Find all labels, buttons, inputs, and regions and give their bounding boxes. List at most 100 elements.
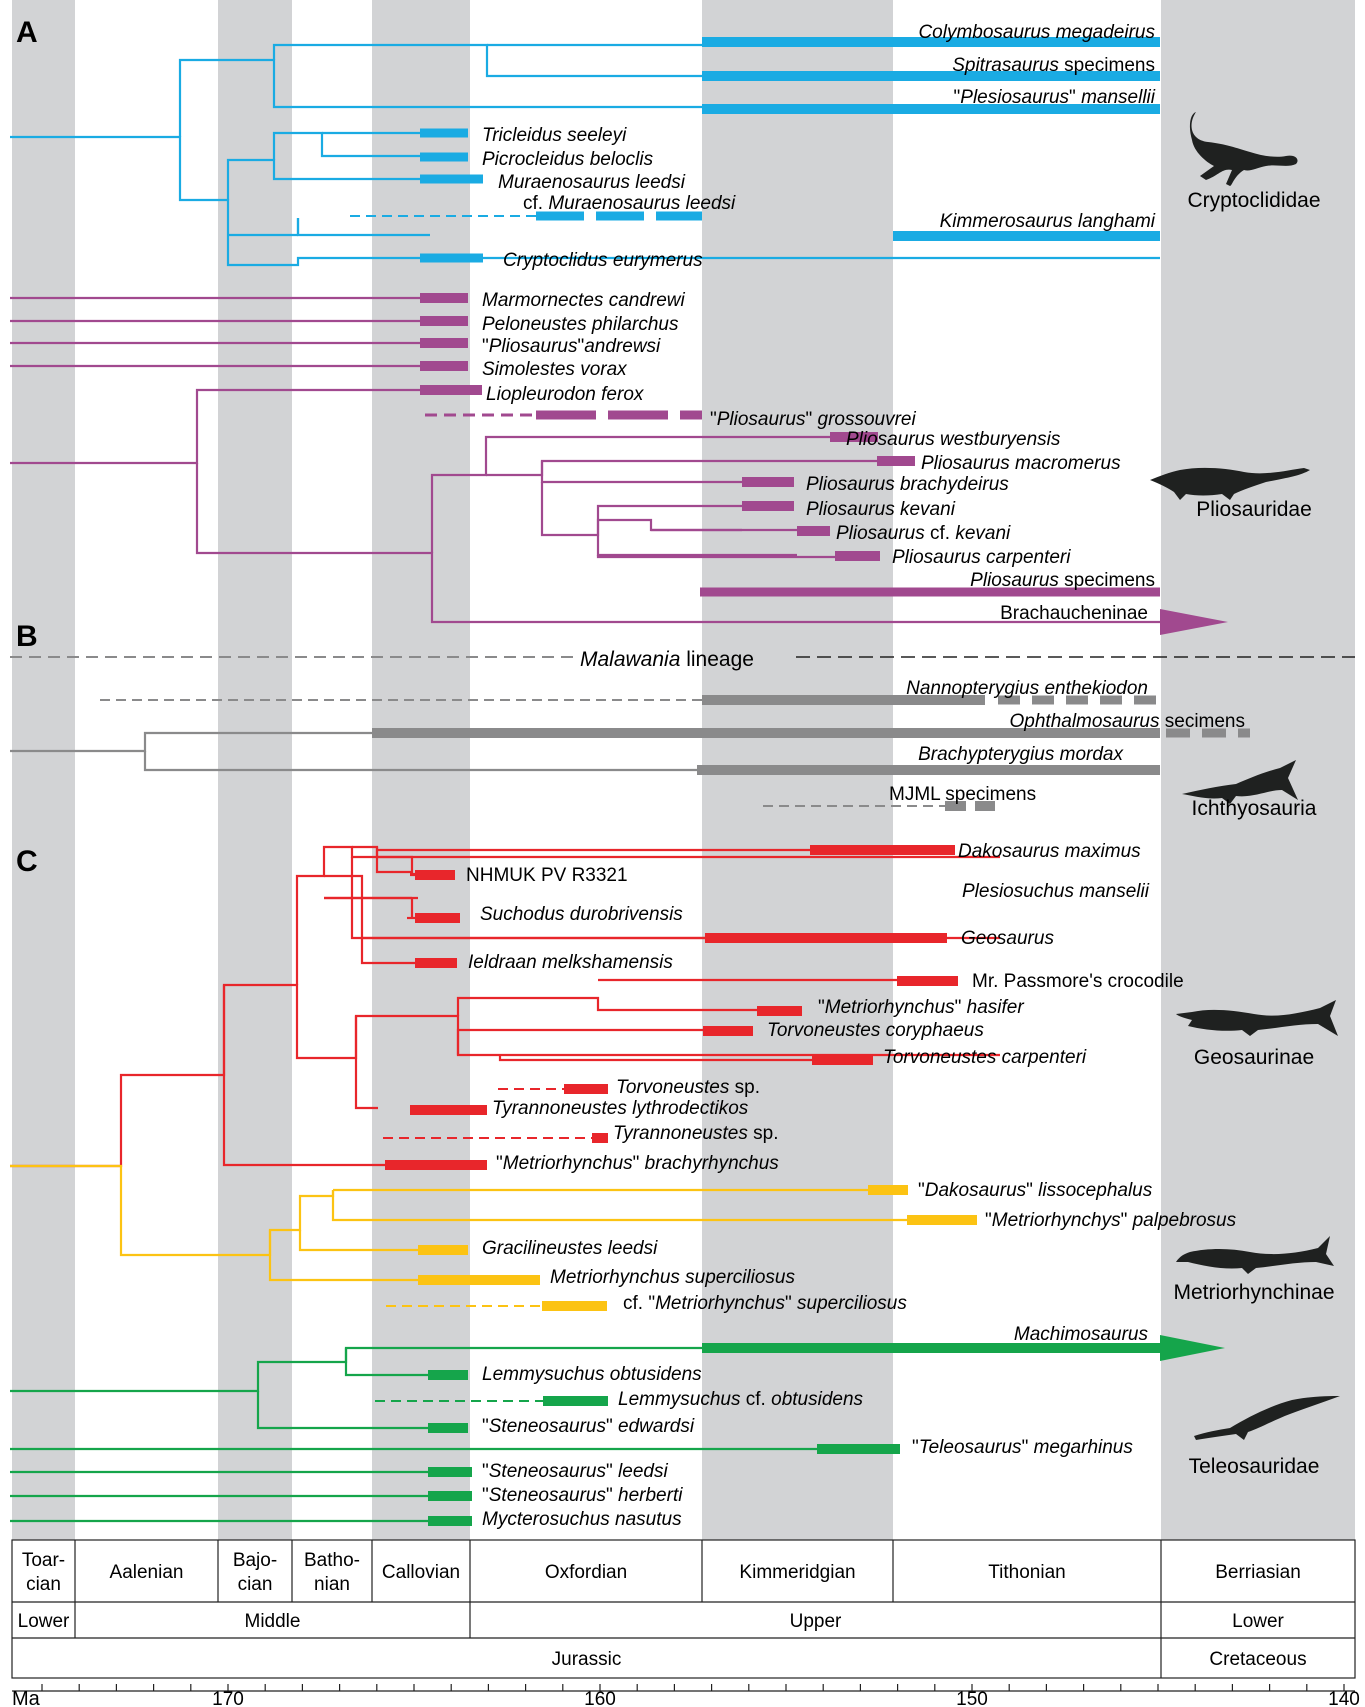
range-bar-51 [702, 695, 985, 705]
range-bar-105 [907, 1215, 977, 1225]
branch-41 [596, 555, 835, 559]
panel-label-b: B [16, 620, 38, 653]
range-bar-86 [757, 1006, 802, 1016]
range-bar-97 [564, 1084, 608, 1094]
taxon-label: Pliosaurus kevani [806, 499, 956, 520]
branch-89 [456, 1028, 500, 1055]
taxon-label-italic-part: Dakosaurus maximus [958, 841, 1141, 862]
range-bar-126 [428, 1491, 472, 1501]
branch-69 [360, 938, 415, 965]
taxon-label: "Steneosaurus" edwardsi [482, 1416, 695, 1437]
taxon-label-italic-part: edwardsi [618, 1416, 695, 1437]
branch-61 [10, 983, 1000, 1168]
group-label-cryptoclididae: Cryptoclididae [1187, 189, 1320, 212]
taxon-label: Colymbosaurus megadeirus [918, 22, 1155, 43]
group-label-teleosauridae: Teleosauridae [1189, 1455, 1320, 1478]
stage-label: Callovian [382, 1562, 460, 1583]
taxon-label-italic-part: Pliosaurus [836, 523, 925, 544]
branch-108 [268, 1230, 418, 1282]
taxon-label-italic-part: Spitrasaurus [952, 55, 1059, 76]
stage-label: Tithonian [988, 1562, 1065, 1583]
taxon-label-italic-part: Teleosaurus [919, 1437, 1022, 1458]
range-bar-116 [428, 1370, 468, 1380]
range-bar-57 [697, 765, 1160, 775]
range-bar-107 [418, 1245, 468, 1255]
range-bar-120 [428, 1423, 468, 1433]
taxon-label: Peloneustes philarchus [482, 314, 679, 335]
taxon-label-italic-part: brachyrhynchus [645, 1153, 780, 1174]
taxon-label-italic-part: Steneosaurus [489, 1461, 607, 1482]
taxon-label-plain-part: " [482, 1416, 489, 1437]
taxon-label-italic-part: Pliosaurus [489, 336, 578, 357]
taxon-label-plain-part: " [1069, 87, 1081, 108]
taxon-label: NHMUK PV R3321 [466, 865, 628, 886]
stage-background-bands [12, 0, 1355, 1540]
epoch-label: Lower [18, 1611, 70, 1632]
taxon-label-plain-part: " [1026, 1180, 1038, 1201]
cryptoclidid-silhouette [1189, 112, 1298, 186]
taxon-label-plain-part: Brachaucheninae [1000, 603, 1148, 624]
taxon-label-italic-part: Picrocleidus beloclis [482, 149, 654, 170]
metriorhynchine-silhouette [1176, 1236, 1334, 1274]
branch-3 [272, 43, 702, 78]
stage-label: Aalenian [110, 1562, 184, 1583]
taxon-label-plain-part: " [577, 336, 584, 357]
taxon-label: "Metriorhynchus" brachyrhynchus [496, 1153, 779, 1174]
range-bar-11 [702, 37, 1160, 47]
epoch-label: Lower [1232, 1611, 1284, 1632]
taxon-label-plain-part: cf. [523, 193, 548, 214]
taxon-label-italic-part: Pliosaurus carpenteri [892, 547, 1071, 568]
taxon-label: Muraenosaurus leedsi [498, 172, 686, 193]
taxon-label: Pliosaurus brachydeirus [806, 474, 1009, 495]
range-bar-80 [705, 933, 947, 943]
range-bar-118 [543, 1396, 608, 1406]
taxon-label-italic-part: lissocephalus [1038, 1180, 1153, 1201]
range-bar-14 [420, 128, 468, 138]
range-bar-26 [420, 338, 468, 348]
taxon-label-italic-part: Metriorhynchus [825, 997, 955, 1018]
taxon-label-italic-part: Pliosaurus macromerus [921, 453, 1121, 474]
range-bar-44 [742, 477, 794, 487]
taxon-label-plain-part: " [985, 1210, 992, 1231]
stage-label: Bajo- [233, 1550, 277, 1571]
taxon-label: cf. "Metriorhynchus" superciliosus [623, 1293, 907, 1314]
range-bar-124 [428, 1467, 472, 1477]
range-bar-46 [797, 526, 830, 536]
taxon-label-italic-part: Machimosaurus [1014, 1324, 1149, 1345]
taxon-label-italic-part: Metriorhynchus superciliosus [550, 1267, 795, 1288]
taxon-label: cf. Muraenosaurus leedsi [523, 193, 736, 214]
taxon-label-italic-part: obtusidens [771, 1389, 863, 1410]
taxon-label: Picrocleidus beloclis [482, 149, 654, 170]
malawania-lineage-label: Malawania lineage [580, 648, 754, 671]
epoch-label: Upper [790, 1611, 842, 1632]
taxon-label-italic-part: grossouvrei [818, 409, 917, 430]
range-bar-84 [410, 1105, 487, 1115]
taxon-label-plain-part: cf. [925, 523, 956, 544]
taxon-label-italic-part: Steneosaurus [489, 1485, 607, 1506]
taxon-label: Mycterosuchus nasutus [482, 1509, 682, 1530]
taxon-label: "Pliosaurus" grossouvrei [710, 409, 916, 430]
group-label-metriorhynchinae: Metriorhynchinae [1173, 1281, 1334, 1304]
stage-label: Batho- [304, 1550, 360, 1571]
range-bar-13 [702, 104, 1160, 114]
range-bar-95 [385, 1160, 487, 1170]
taxon-label-italic-part: Dakosaurus [925, 1180, 1027, 1201]
taxon-label-italic-part: herberti [618, 1485, 683, 1506]
branch-92 [498, 1055, 812, 1062]
range-bar-48 [700, 587, 1160, 597]
taxon-label-plain-part: " [1022, 1437, 1034, 1458]
taxon-label: Liopleurodon ferox [486, 384, 645, 405]
taxon-label-plain-part: " [954, 87, 961, 108]
stage-label: cian [238, 1574, 273, 1595]
range-bar-43 [877, 456, 915, 466]
taxon-label-italic-part: andrewsi [584, 336, 661, 357]
taxon-label-plain-part: " [818, 997, 825, 1018]
period-label: Cretaceous [1209, 1649, 1306, 1670]
range-bar-111 [542, 1301, 607, 1311]
taxon-label-italic-part: megarhinus [1034, 1437, 1134, 1458]
taxon-label: Brachypterygius mordax [918, 744, 1124, 765]
taxon-label-italic-part: Lemmysuchus [618, 1389, 741, 1410]
taxon-label-italic-part: Plesiosuchus manselii [962, 881, 1150, 902]
stage-label: Kimmeridgian [739, 1562, 855, 1583]
stage-label: Berriasian [1215, 1562, 1301, 1583]
